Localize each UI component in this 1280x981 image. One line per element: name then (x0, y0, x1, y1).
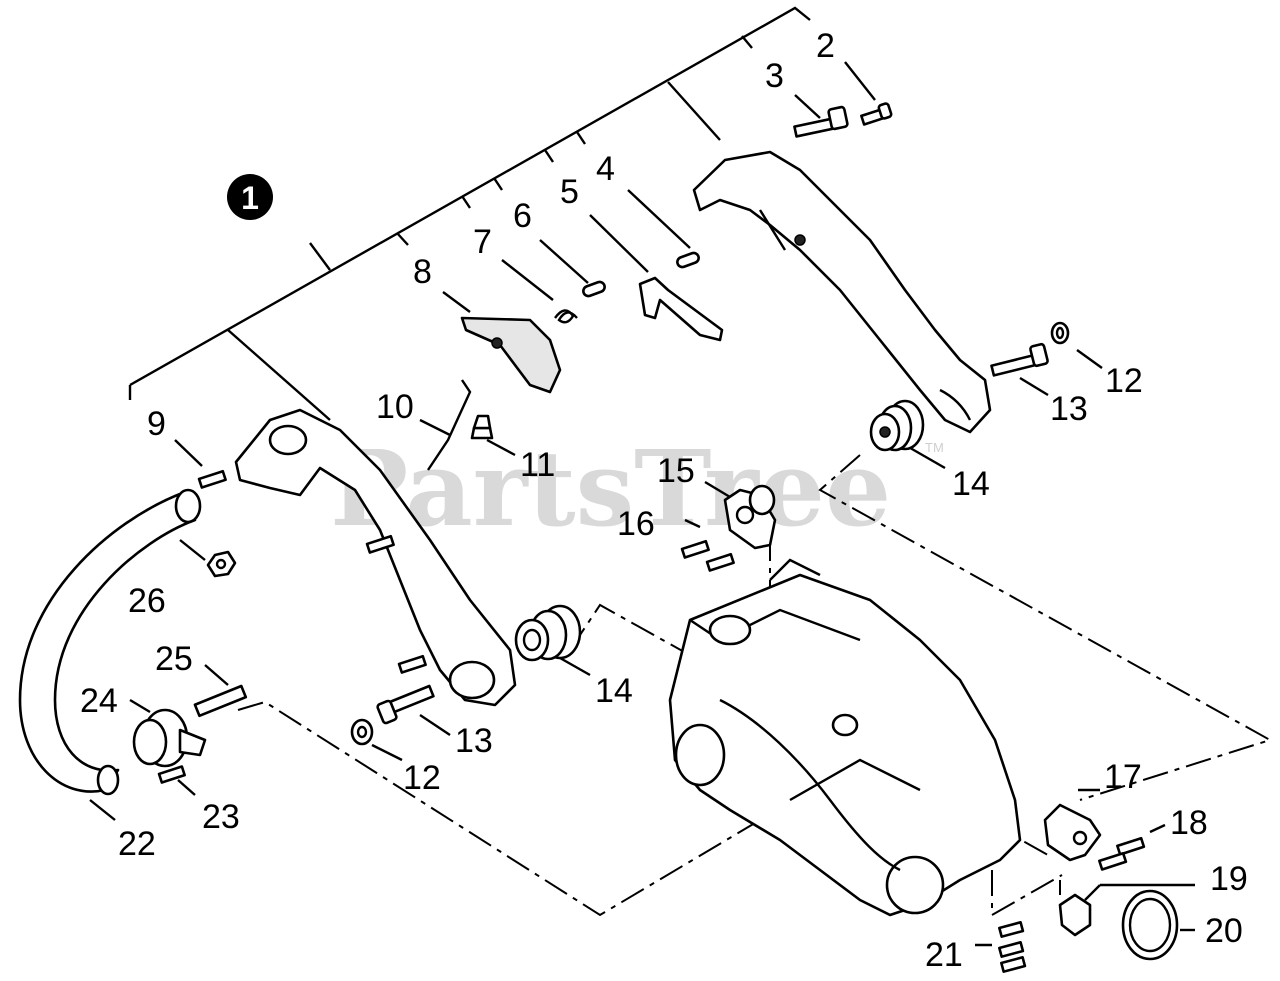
nut-26 (206, 550, 237, 578)
callout-16: 16 (617, 505, 655, 543)
trigger-lever-8 (460, 316, 562, 394)
screw-16a (680, 539, 710, 559)
bracket-17 (1043, 803, 1102, 862)
mount-24 (132, 708, 207, 768)
bolt-13-right (990, 342, 1049, 377)
callout-7: 7 (473, 223, 492, 261)
callout-20: 20 (1205, 912, 1243, 950)
callout-labels: 2 3 4 5 6 7 8 9 10 11 12 12 13 13 14 14 … (80, 27, 1248, 974)
watermark-trademark: TM (925, 440, 944, 455)
callout-8: 8 (413, 253, 432, 291)
pin-6 (582, 280, 606, 298)
screw-2 (860, 102, 893, 126)
callout-17: 17 (1104, 758, 1142, 796)
callout-26: 26 (128, 582, 166, 620)
callout-23: 23 (202, 798, 240, 836)
callout-12-right: 12 (1105, 362, 1143, 400)
screw-16b (705, 552, 735, 572)
callout-10: 10 (376, 388, 414, 426)
callout-6: 6 (513, 197, 532, 235)
wire-10 (427, 379, 472, 471)
screw-18b (1098, 851, 1128, 871)
callout-15: 15 (657, 452, 695, 490)
pin-4 (676, 251, 700, 269)
screw-18a (1116, 836, 1146, 856)
callout-11: 11 (520, 446, 555, 484)
callout-24: 24 (80, 682, 118, 720)
callout-4: 4 (596, 150, 615, 188)
assembly-badge (227, 174, 273, 220)
assembly-bracket (128, 6, 811, 421)
screw-23 (157, 765, 186, 784)
callout-21: 21 (925, 936, 963, 974)
callout-13-left: 13 (455, 722, 493, 760)
callout-9: 9 (147, 405, 166, 443)
callout-25: 25 (155, 640, 193, 678)
plate-19 (1058, 893, 1092, 937)
mount-14-right (869, 399, 925, 452)
callout-5: 5 (560, 173, 579, 211)
stopper-11 (470, 414, 494, 440)
lockout-lever-5 (638, 276, 724, 342)
leader-lines (89, 61, 1195, 947)
callout-22: 22 (118, 825, 156, 863)
callout-18: 18 (1170, 804, 1208, 842)
bracket-15 (723, 484, 777, 550)
spring-7 (554, 309, 578, 324)
washer-12-right (1050, 321, 1070, 345)
bolt-13-left (376, 684, 435, 725)
screws-21 (998, 920, 1027, 973)
ring-20 (1121, 889, 1179, 961)
callout-14-right: 14 (952, 465, 990, 503)
screw-middle-b (397, 654, 427, 674)
handle-front-body (234, 408, 517, 707)
screw-middle-a (365, 534, 395, 554)
front-hoop-handle-22 (18, 488, 202, 796)
bolt-3 (793, 105, 849, 138)
washer-12-left (350, 718, 374, 746)
screw-9 (197, 469, 227, 489)
callout-13-right: 13 (1050, 390, 1088, 428)
bolt-25 (193, 684, 248, 718)
rear-handle-upper (692, 150, 992, 434)
callout-19: 19 (1210, 860, 1248, 898)
assembly-badge-label: 1 (241, 180, 259, 216)
callout-3: 3 (765, 57, 784, 95)
callout-2: 2 (816, 27, 835, 65)
mount-14-left (514, 604, 582, 662)
callout-12-left: 12 (403, 759, 441, 797)
callout-14-left: 14 (595, 672, 633, 710)
chassis-housing (668, 558, 1022, 917)
